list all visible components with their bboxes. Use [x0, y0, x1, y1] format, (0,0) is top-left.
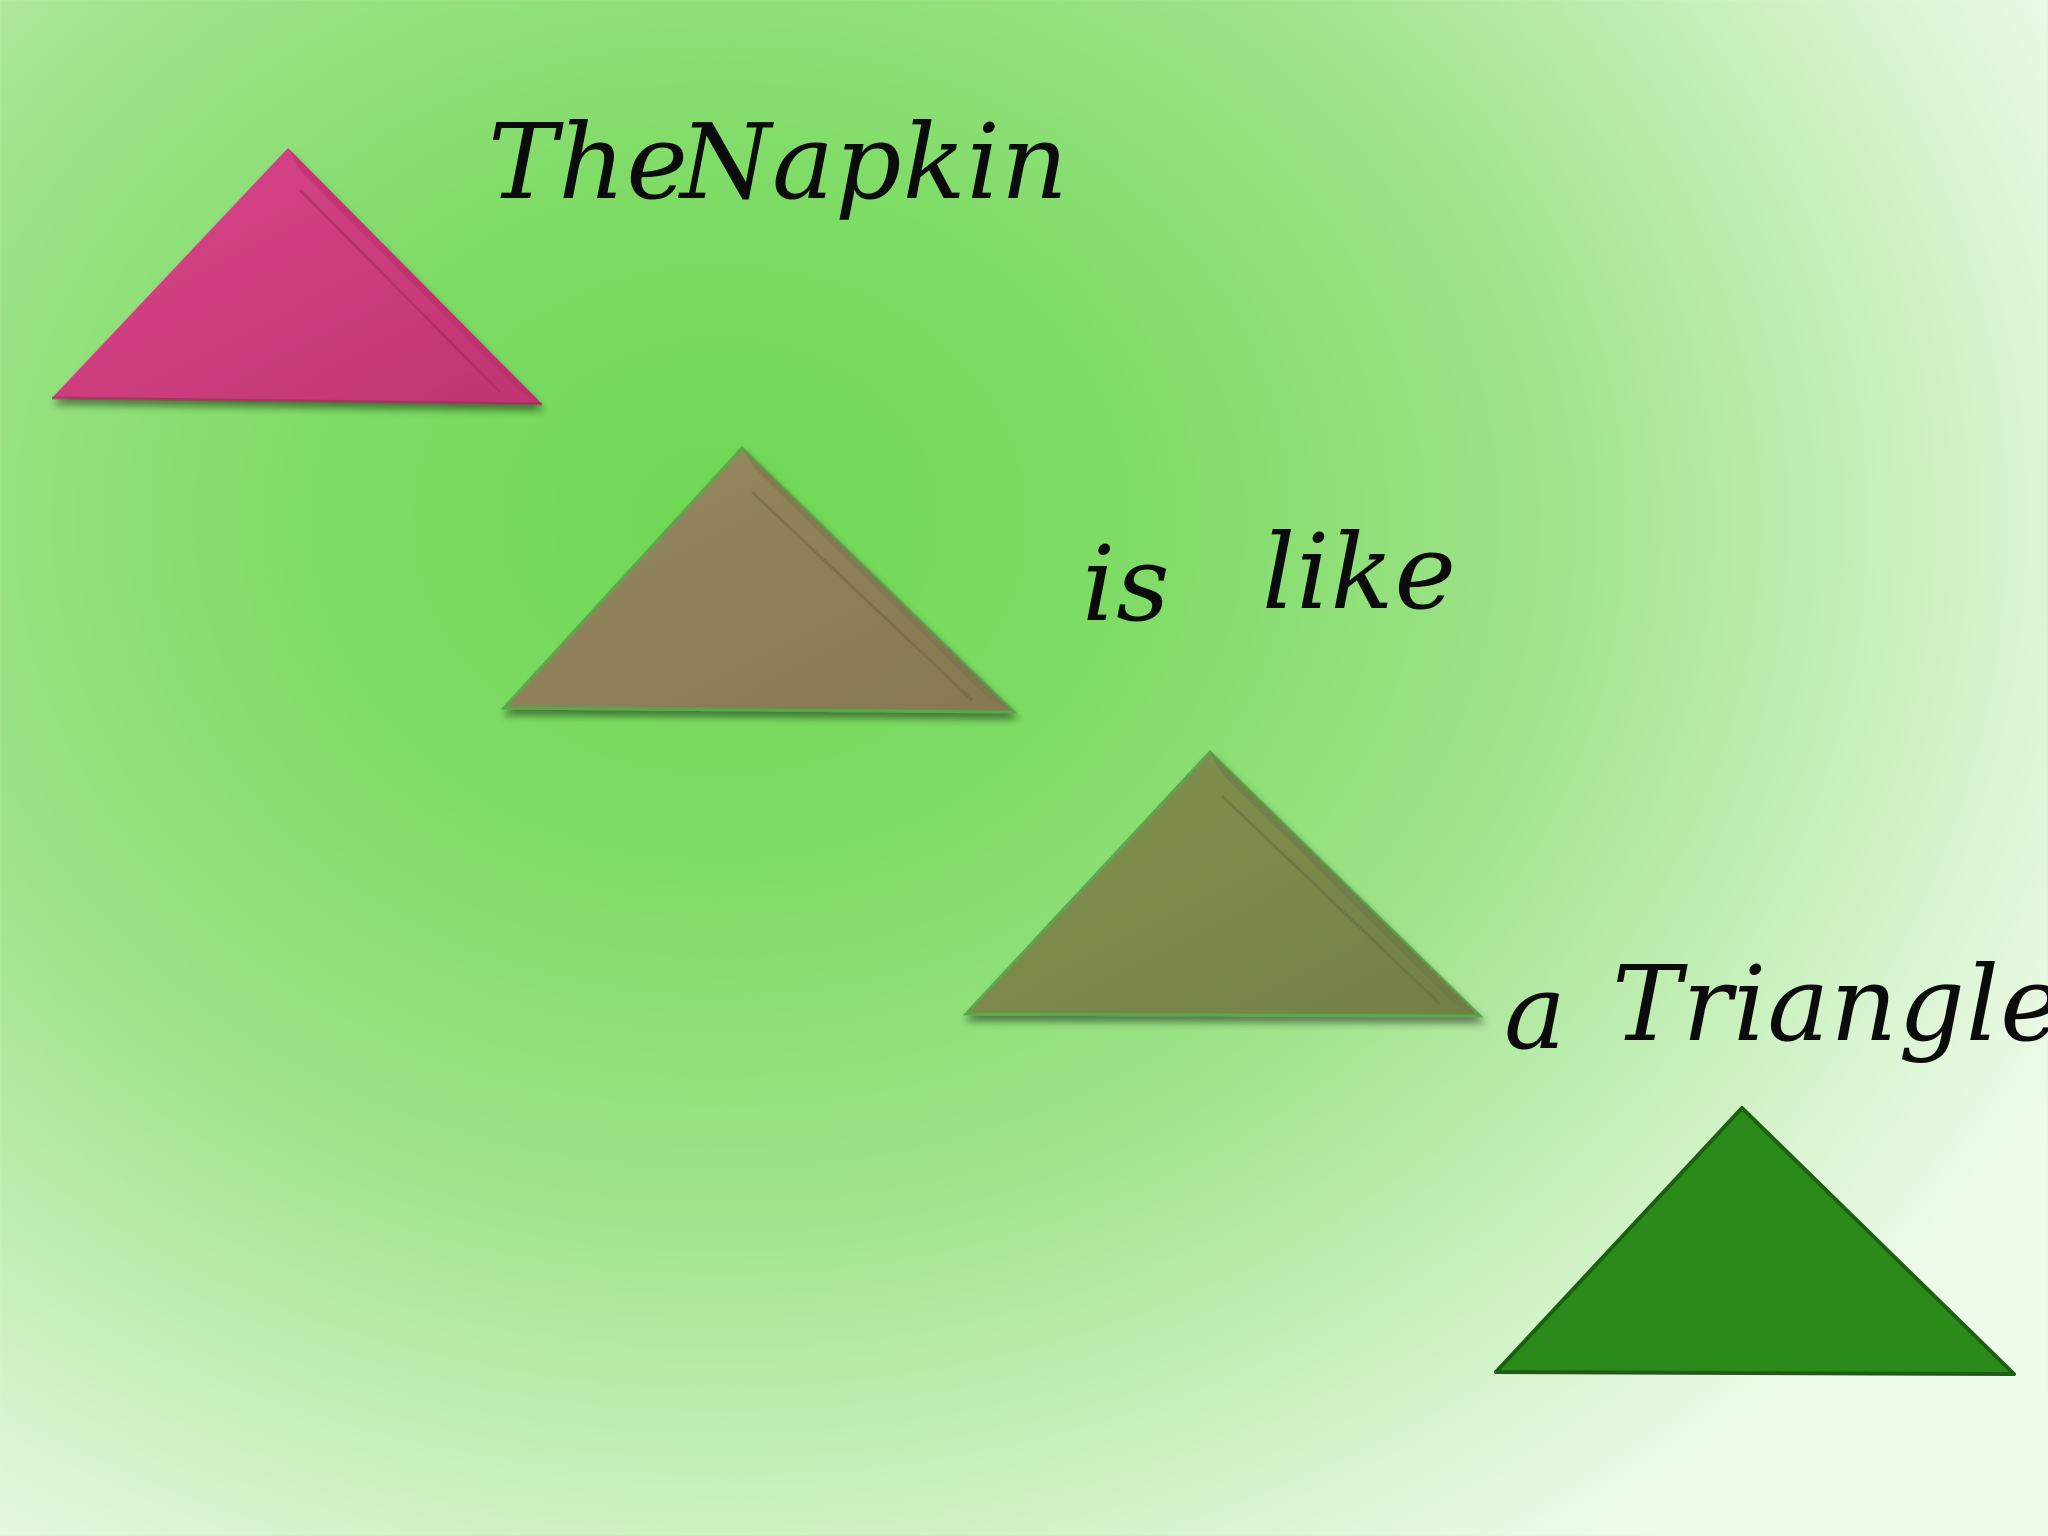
word-a: a: [1504, 951, 1568, 1073]
pink-napkin: [51, 148, 543, 406]
word-like: like: [1262, 511, 1458, 633]
word-triangle: Triangle: [1612, 943, 2048, 1065]
olive-napkin: [962, 749, 1484, 1018]
word-is: is: [1082, 523, 1171, 645]
word-the: The: [488, 101, 689, 223]
tan-napkin: [500, 445, 1018, 714]
green-triangle: [1494, 1106, 2016, 1376]
word-napkin: Napkin: [680, 101, 1069, 223]
